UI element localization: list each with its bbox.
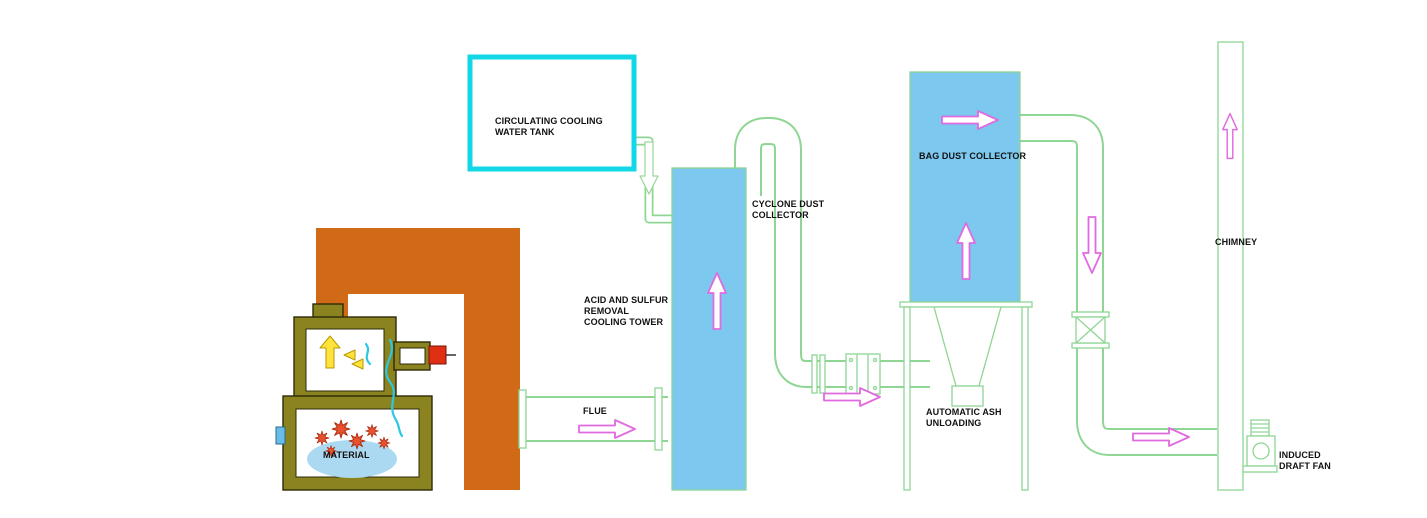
ash-unloading-label: AUTOMATIC ASH UNLOADING: [926, 407, 1002, 428]
flange-joint: [811, 354, 826, 394]
acid-tower-label: ACID AND SULFUR REMOVAL COOLING TOWER: [584, 295, 669, 327]
cooling-water-feed-pipe: [636, 136, 674, 224]
collector-platform: [899, 301, 1033, 308]
chimney-stack: [1217, 41, 1244, 491]
flue-duct: [518, 387, 668, 451]
cyclone-label: CYCLONE DUST COLLECTOR: [752, 199, 825, 220]
burner-box: [428, 345, 447, 365]
furnace: [275, 303, 456, 491]
chimney-label: CHIMNEY: [1215, 237, 1258, 247]
furnace-frame: [316, 228, 520, 490]
ash-discharge-chute: [951, 385, 984, 407]
support-leg-right: [1021, 306, 1029, 491]
chamber-port: [275, 426, 286, 445]
induced-draft-fan-unit: [1242, 419, 1278, 473]
water-flow-arrow: [639, 141, 659, 195]
fan-housing: [1246, 435, 1276, 467]
acid-sulfur-removal-cooling-tower: [671, 167, 747, 491]
ash-hopper: [933, 306, 1002, 387]
small-flame-arrow-1: [343, 349, 356, 361]
small-flame-arrow-2: [351, 358, 364, 370]
bag-outlet-pipe: [1018, 114, 1217, 456]
hot-gas-up-arrow: [319, 335, 341, 369]
downpipe-valve: [1071, 311, 1110, 349]
flue-label: FLUE: [583, 406, 607, 416]
cyclone-pipe: [734, 117, 930, 388]
fan-label: INDUCED DRAFT FAN: [1279, 450, 1331, 471]
fan-base: [1242, 465, 1278, 473]
spray-wave-1: [384, 338, 404, 438]
circulating-cooling-water-tank: [467, 54, 637, 172]
support-leg-left: [903, 306, 911, 491]
cooling-tank-label: CIRCULATING COOLING WATER TANK: [495, 116, 603, 137]
material-label: MATERIAL: [323, 450, 370, 460]
expansion-valve: [845, 353, 881, 395]
bag-collector-label: BAG DUST COLLECTOR: [919, 151, 1027, 161]
spray-wave-2: [364, 342, 372, 366]
